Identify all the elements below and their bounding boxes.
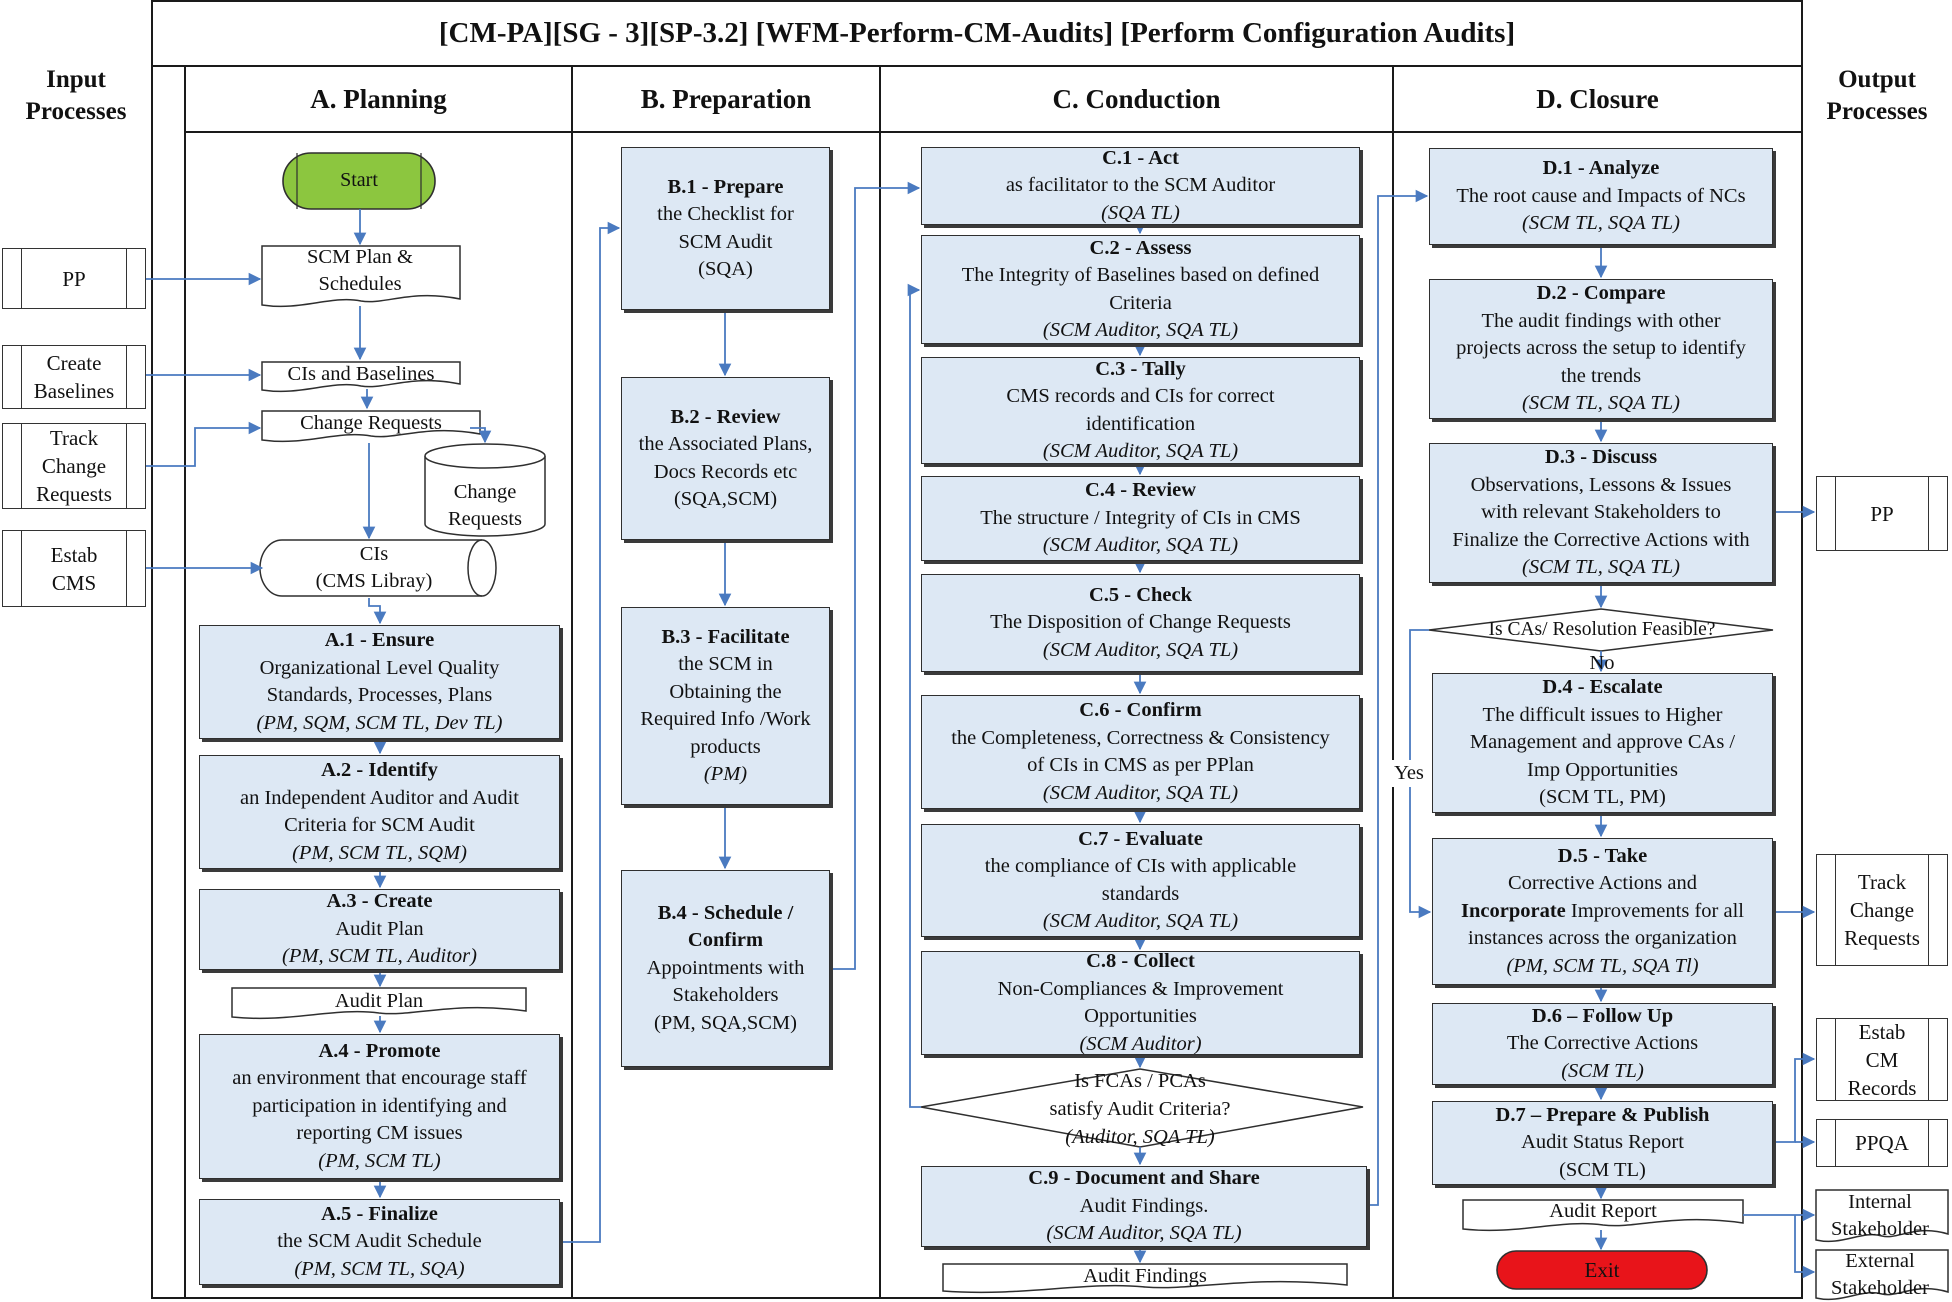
cis-store-curve (467, 539, 483, 597)
diagram-title: [CM-PA][SG - 3][SP-3.2] [WFM-Perform-CM-… (438, 16, 1516, 49)
output-ppqa[interactable]: PPQA (1816, 1119, 1948, 1167)
change-requests-db-body (424, 456, 546, 537)
decision-yes-label: Yes (1387, 760, 1431, 787)
lane-header-planning: A. Planning (310, 83, 447, 114)
conn-track-to-change-requests (146, 421, 262, 467)
audit-plan-doc-shape (231, 987, 527, 1020)
lane-header-preparation: B. Preparation (640, 83, 812, 114)
conn-cr-to-db (470, 427, 492, 444)
change-requests-db-top (424, 443, 546, 469)
change-requests-doc-shape (261, 410, 481, 443)
cis-and-baselines-doc[interactable]: CIs and Baselines (287, 363, 435, 385)
cis-cms-library-store[interactable]: CIs(CMS Libray) (315, 543, 433, 592)
output-pp[interactable]: PP (1816, 476, 1948, 551)
lane-header-closure: D. Closure (1536, 83, 1659, 114)
outer-frame (151, 0, 1803, 1299)
change-requests-doc[interactable]: Change Requests (300, 412, 442, 434)
cis-baselines-doc-shape (261, 361, 461, 393)
scm-plan-doc-shape (261, 245, 461, 308)
audit-plan-doc[interactable]: Audit Plan (334, 990, 424, 1012)
exit-shape (1496, 1250, 1708, 1290)
decision-no-label: No (1589, 652, 1615, 674)
d-decision-diamond (1428, 608, 1774, 652)
conn-store-to-a1 (368, 598, 387, 625)
external-stakeholder-doc-shape (1815, 1249, 1949, 1300)
input-pp[interactable]: PP (2, 248, 146, 309)
audit-findings-doc-shape (942, 1263, 1348, 1294)
c-decision-diamond (920, 1068, 1364, 1148)
scm-plan-schedules-doc[interactable]: SCM Plan &Schedules (307, 246, 413, 295)
start-shape (282, 152, 436, 210)
conn-d7-cm-records (1773, 1052, 1816, 1143)
conn-report-external (1794, 1215, 1816, 1279)
lane-header-conduction: C. Conduction (1052, 83, 1221, 114)
conn-a5-b1 (560, 221, 621, 1243)
conn-decision-loop-c2 (907, 283, 921, 1108)
conn-c9-d1 (1367, 189, 1429, 1206)
audit-report-doc-shape (1462, 1199, 1744, 1232)
exit-terminator[interactable]: Exit (1584, 1258, 1620, 1282)
conn-b4-c1 (830, 181, 921, 970)
decision-cas-feasible[interactable]: Is CAs/ Resolution Feasible? (1488, 619, 1716, 640)
start-terminator[interactable]: Start (340, 169, 378, 191)
audit-report-doc[interactable]: Audit Report (1549, 1200, 1657, 1222)
internal-stakeholder-doc-shape (1815, 1189, 1949, 1242)
audit-findings-doc[interactable]: Audit Findings (1083, 1265, 1207, 1287)
